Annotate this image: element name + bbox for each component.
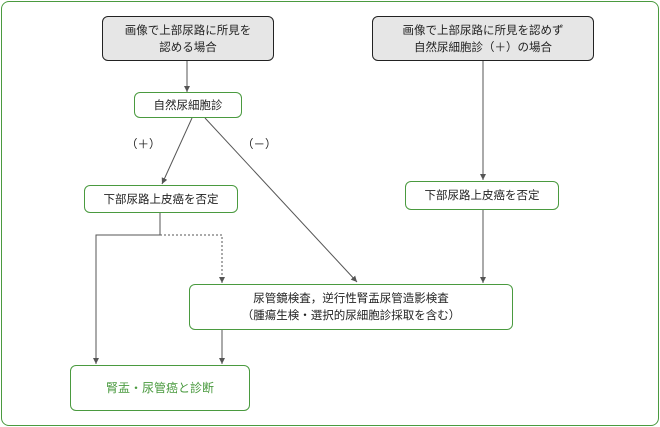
arrow-exclude-left-to-diagnosis [93, 213, 161, 364]
node-exclude-left: 下部尿路上皮癌を否定 [84, 185, 238, 213]
node-exam-line1: 尿管鏡検査，逆行性腎盂尿管造影検査 [253, 291, 449, 305]
arrow-cytology-to-exclude-left [161, 117, 193, 185]
arrow-exclude-left-to-exam-dotted [160, 234, 225, 283]
node-diagnosis: 腎盂・尿管癌と診断 [70, 365, 250, 411]
node-top-left: 画像で上部尿路に所見を 認める場合 [102, 16, 274, 61]
node-top-right-line2: 自然尿細胞診（＋）の場合 [414, 39, 552, 54]
edge-label-positive: （＋） [126, 137, 161, 151]
node-top-left-line1: 画像で上部尿路に所見を [124, 22, 252, 37]
arrow-cytology-to-exam [204, 117, 358, 283]
node-exam-line2: （腫瘍生検・選択的尿細胞診採取を含む） [241, 308, 461, 322]
node-top-left-line2: 認める場合 [159, 39, 217, 54]
edge-label-negative: （－） [242, 137, 277, 151]
node-exclude-right: 下部尿路上皮癌を否定 [405, 181, 559, 210]
node-exam: 尿管鏡検査，逆行性腎盂尿管造影検査 （腫瘍生検・選択的尿細胞診採取を含む） [189, 284, 513, 330]
node-cytology: 自然尿細胞診 [134, 92, 242, 118]
node-top-right: 画像で上部尿路に所見を認めず 自然尿細胞診（＋）の場合 [372, 16, 594, 61]
node-top-right-line1: 画像で上部尿路に所見を認めず [402, 22, 564, 37]
